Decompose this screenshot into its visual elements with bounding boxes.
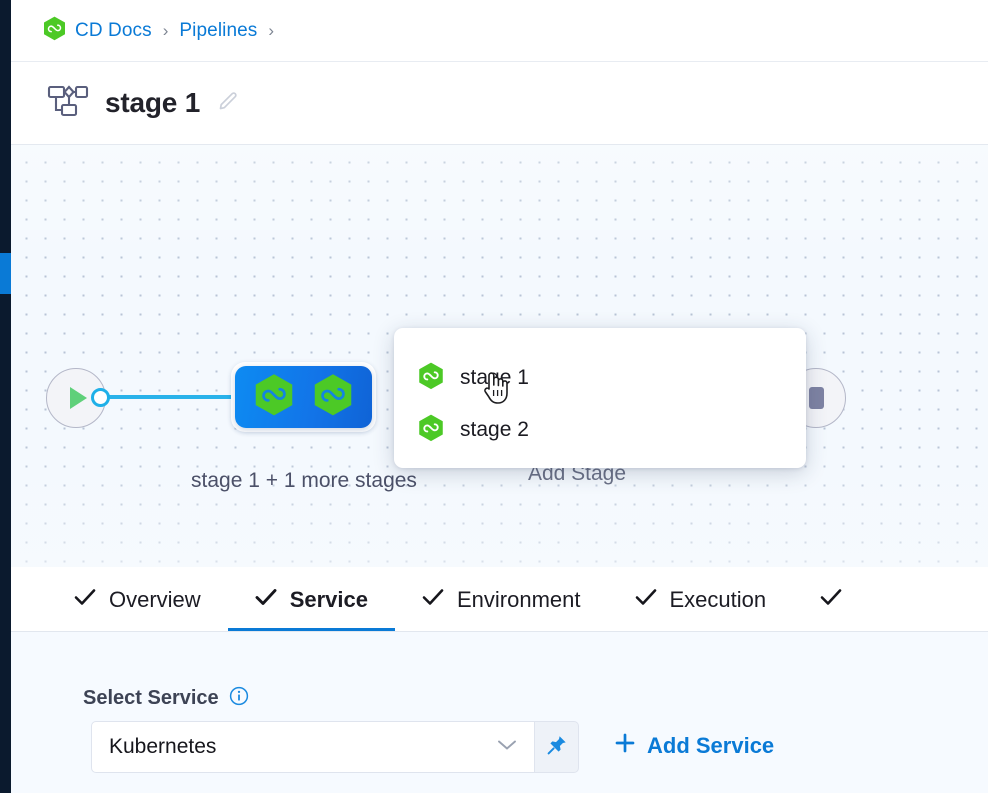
- plus-icon: [614, 732, 636, 759]
- breadcrumb-item-pipelines[interactable]: Pipelines: [179, 19, 258, 41]
- pipeline-edge: [108, 395, 236, 399]
- check-icon: [74, 588, 96, 611]
- tab-label: Execution: [669, 586, 767, 612]
- tab-label: Environment: [456, 586, 581, 612]
- harness-hexagon-icon: [254, 373, 294, 422]
- tab-advanced[interactable]: [793, 567, 882, 631]
- check-icon: [820, 588, 842, 611]
- chevron-down-icon[interactable]: [496, 738, 518, 757]
- left-nav-rail-active-indicator[interactable]: [0, 253, 11, 294]
- stage-group-node-label: stage 1 + 1 more stages: [191, 469, 417, 492]
- pin-button[interactable]: [535, 721, 579, 773]
- info-icon[interactable]: [229, 686, 249, 711]
- page-header: stage 1: [11, 62, 988, 145]
- breadcrumb: CD Docs › Pipelines ›: [11, 0, 988, 62]
- select-service-label: Select Service: [83, 687, 219, 709]
- check-icon: [255, 588, 277, 611]
- start-node-connector-dot[interactable]: [91, 388, 110, 407]
- harness-hexagon-icon: [313, 373, 353, 422]
- tab-service[interactable]: Service: [227, 567, 396, 631]
- select-service-value: Kubernetes: [109, 735, 217, 758]
- breadcrumb-separator: ›: [268, 20, 275, 40]
- breadcrumb-item-cd-docs[interactable]: CD Docs: [75, 19, 152, 41]
- page-title: stage 1: [105, 87, 201, 118]
- harness-hexagon-icon: [418, 362, 444, 395]
- pin-icon: [546, 734, 568, 761]
- add-service-button[interactable]: Add Service: [614, 732, 774, 759]
- popup-item-stage-1[interactable]: stage 1: [394, 352, 806, 404]
- popup-item-stage-2[interactable]: stage 2: [394, 404, 806, 456]
- left-nav-rail: [0, 0, 11, 793]
- check-icon: [422, 588, 444, 611]
- breadcrumb-separator: ›: [162, 20, 169, 40]
- select-service-input[interactable]: Kubernetes: [91, 721, 535, 773]
- pipeline-stage-diagram-icon: [47, 84, 89, 123]
- play-icon: [69, 387, 87, 409]
- select-service-label-row: Select Service: [83, 686, 249, 711]
- tab-label: Service: [289, 586, 368, 612]
- tab-execution[interactable]: Execution: [608, 567, 794, 631]
- stage-group-node[interactable]: [235, 366, 372, 428]
- stop-icon: [808, 387, 824, 409]
- add-service-label: Add Service: [647, 732, 775, 758]
- select-service-control: Kubernetes: [91, 721, 579, 773]
- stage-config-tabs: Overview Service Environment Execution: [11, 567, 988, 632]
- service-form-pane: Select Service Kubernetes: [11, 632, 988, 793]
- popup-item-label: stage 2: [460, 418, 529, 441]
- harness-hexagon-icon: [418, 414, 444, 447]
- popup-item-label: stage 1: [460, 366, 529, 389]
- tab-overview[interactable]: Overview: [47, 567, 228, 631]
- tab-environment[interactable]: Environment: [395, 567, 608, 631]
- stage-list-popover[interactable]: stage 1 stage 2: [394, 328, 806, 468]
- pencil-icon[interactable]: [216, 89, 240, 118]
- check-icon: [635, 588, 657, 611]
- harness-hexagon-icon: [43, 16, 66, 46]
- tab-label: Overview: [109, 586, 201, 612]
